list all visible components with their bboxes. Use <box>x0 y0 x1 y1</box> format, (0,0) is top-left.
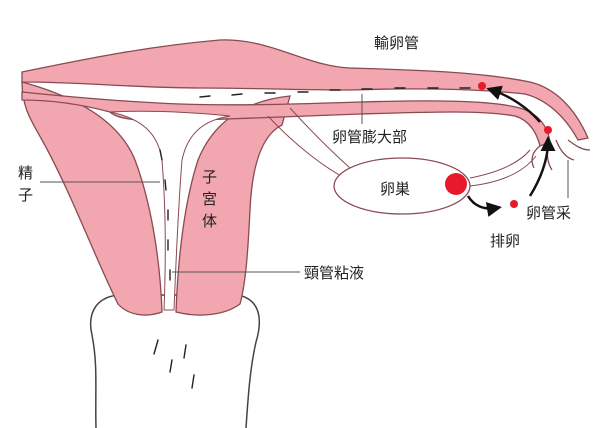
uterus-right-wall <box>175 95 291 316</box>
fimbria-shape <box>531 139 591 171</box>
label-ampulla: 卵管膨大部 <box>332 128 407 146</box>
label-fallopian-tube: 輸卵管 <box>374 34 419 52</box>
mesosalpinx-line <box>469 149 537 187</box>
label-fimbria: 卵管采 <box>526 204 571 222</box>
label-uterus-1: 子 <box>202 168 217 186</box>
label-sperm-2: 子 <box>18 186 33 204</box>
ovulation-arrow <box>466 195 502 217</box>
label-uterus-3: 体 <box>202 212 217 230</box>
label-ovulation: 排卵 <box>490 232 520 250</box>
egg-fimbria <box>544 126 552 134</box>
egg-ovulated <box>510 200 518 208</box>
follicle <box>445 173 467 195</box>
ovarian-ligament <box>267 107 351 179</box>
egg-ampulla <box>478 82 486 90</box>
uterus-left-wall <box>21 81 163 316</box>
label-uterus-2: 宮 <box>202 190 217 208</box>
cervix-outline <box>89 294 261 428</box>
sperm-track <box>153 87 471 389</box>
label-cervical-mucus: 頸管粘液 <box>304 264 364 282</box>
fallopian-tube-upper <box>21 39 589 141</box>
transport-arrow <box>486 85 541 123</box>
label-sperm-1: 精 <box>18 164 33 182</box>
ovary-shape <box>333 157 471 215</box>
label-ovary: 卵巣 <box>380 180 410 198</box>
pickup-arrow <box>528 136 556 197</box>
